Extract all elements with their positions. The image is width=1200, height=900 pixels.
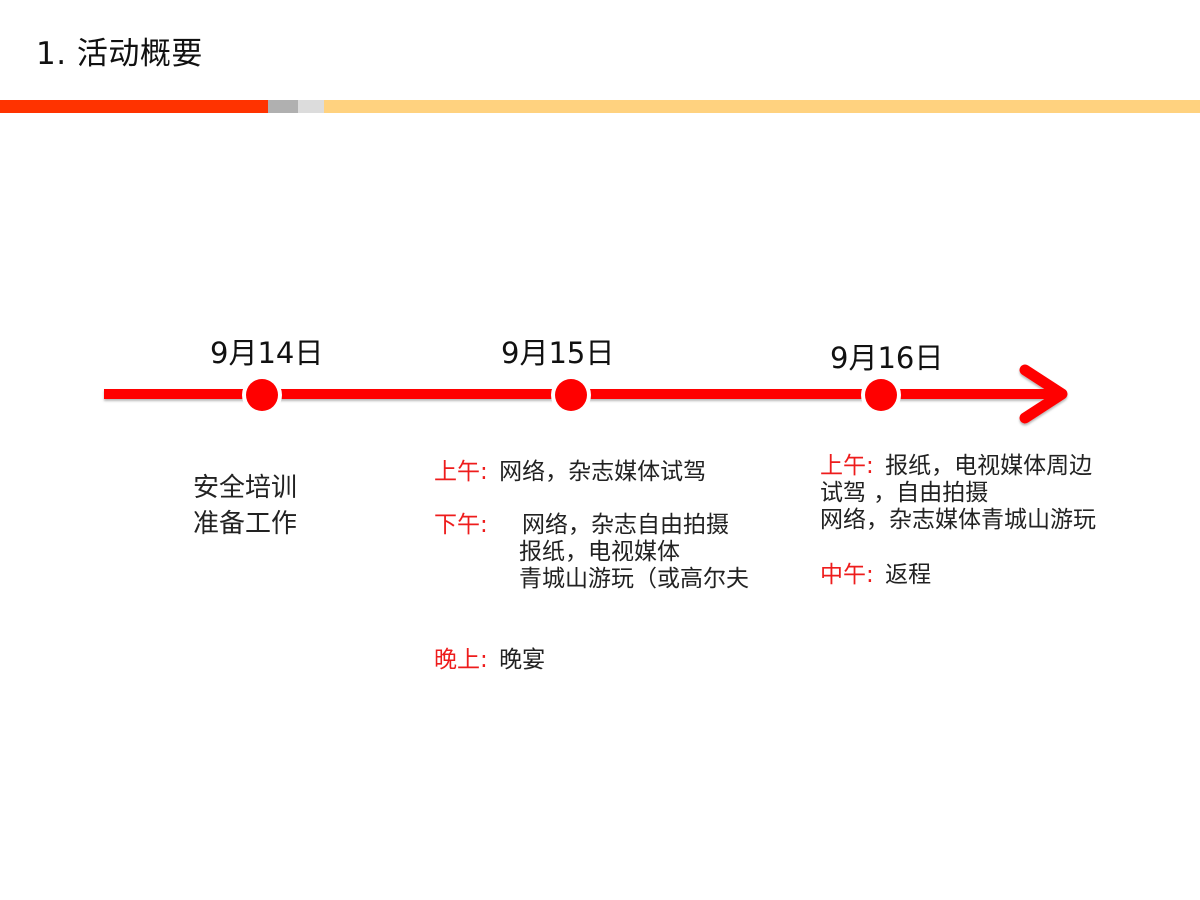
timeline-dot-day3 — [865, 379, 897, 411]
day3-noon-text: 返程 — [885, 562, 932, 588]
slide-title: 1. 活动概要 — [36, 36, 203, 72]
day1-description: 安全培训 准备工作 — [193, 470, 297, 542]
day2-schedule: 上午: 网络，杂志媒体试驾 下午: 网络，杂志自由拍摄 报纸，电视媒体 青城山游… — [434, 459, 749, 674]
header-bar-red-segment — [0, 100, 268, 113]
day3-morning-line: 网络，杂志媒体青城山游玩 — [820, 507, 1096, 533]
day2-evening: 晚上: 晚宴 — [434, 647, 706, 674]
date-label-day3: 9月16日 — [830, 341, 944, 375]
period-label-morning: 上午: — [820, 453, 874, 479]
day1-line: 安全培训 — [193, 473, 298, 503]
header-color-bar — [0, 100, 1200, 113]
day3-schedule: 上午: 报纸，电视媒体周边 试驾 ，自由拍摄 网络，杂志媒体青城山游玩 中午: … — [820, 453, 1096, 589]
day2-afternoon-line: 报纸，电视媒体 — [519, 539, 680, 565]
day2-evening-text: 晚宴 — [499, 647, 546, 673]
timeline-line — [104, 364, 1068, 424]
day2-afternoon-line: 网络，杂志自由拍摄 — [522, 512, 729, 538]
day2-afternoon-text: 网络，杂志自由拍摄 报纸，电视媒体 青城山游玩（或高尔夫 — [519, 512, 749, 593]
header-bar-gray-segment — [268, 100, 298, 113]
day1-line: 准备工作 — [193, 509, 298, 539]
header-bar-lightgray-segment — [298, 100, 324, 113]
day2-morning: 上午: 网络，杂志媒体试驾 — [434, 459, 706, 486]
day2-morning-text: 网络，杂志媒体试驾 — [499, 459, 707, 485]
day3-noon: 中午: 返程 — [820, 562, 1096, 589]
timeline-dot-day1 — [246, 379, 278, 411]
period-label-morning: 上午: — [434, 459, 488, 485]
period-label-noon: 中午: — [820, 562, 874, 588]
date-label-day2: 9月15日 — [501, 336, 615, 370]
timeline-dot-day2 — [555, 379, 587, 411]
period-label-evening: 晚上: — [434, 647, 488, 673]
day2-afternoon: 下午: 网络，杂志自由拍摄 报纸，电视媒体 青城山游玩（或高尔夫 — [434, 512, 749, 592]
day3-morning-line: 试驾 ，自由拍摄 — [820, 480, 989, 506]
day3-morning: 上午: 报纸，电视媒体周边 试驾 ，自由拍摄 网络，杂志媒体青城山游玩 — [820, 453, 1096, 534]
date-label-day1: 9月14日 — [210, 336, 324, 370]
header-bar-yellow-segment — [324, 100, 1200, 113]
day3-morning-line: 报纸，电视媒体周边 — [885, 453, 1093, 479]
timeline-markers — [242, 375, 901, 415]
day2-afternoon-line: 青城山游玩（或高尔夫 — [519, 566, 749, 592]
period-label-afternoon: 下午: — [434, 512, 488, 538]
